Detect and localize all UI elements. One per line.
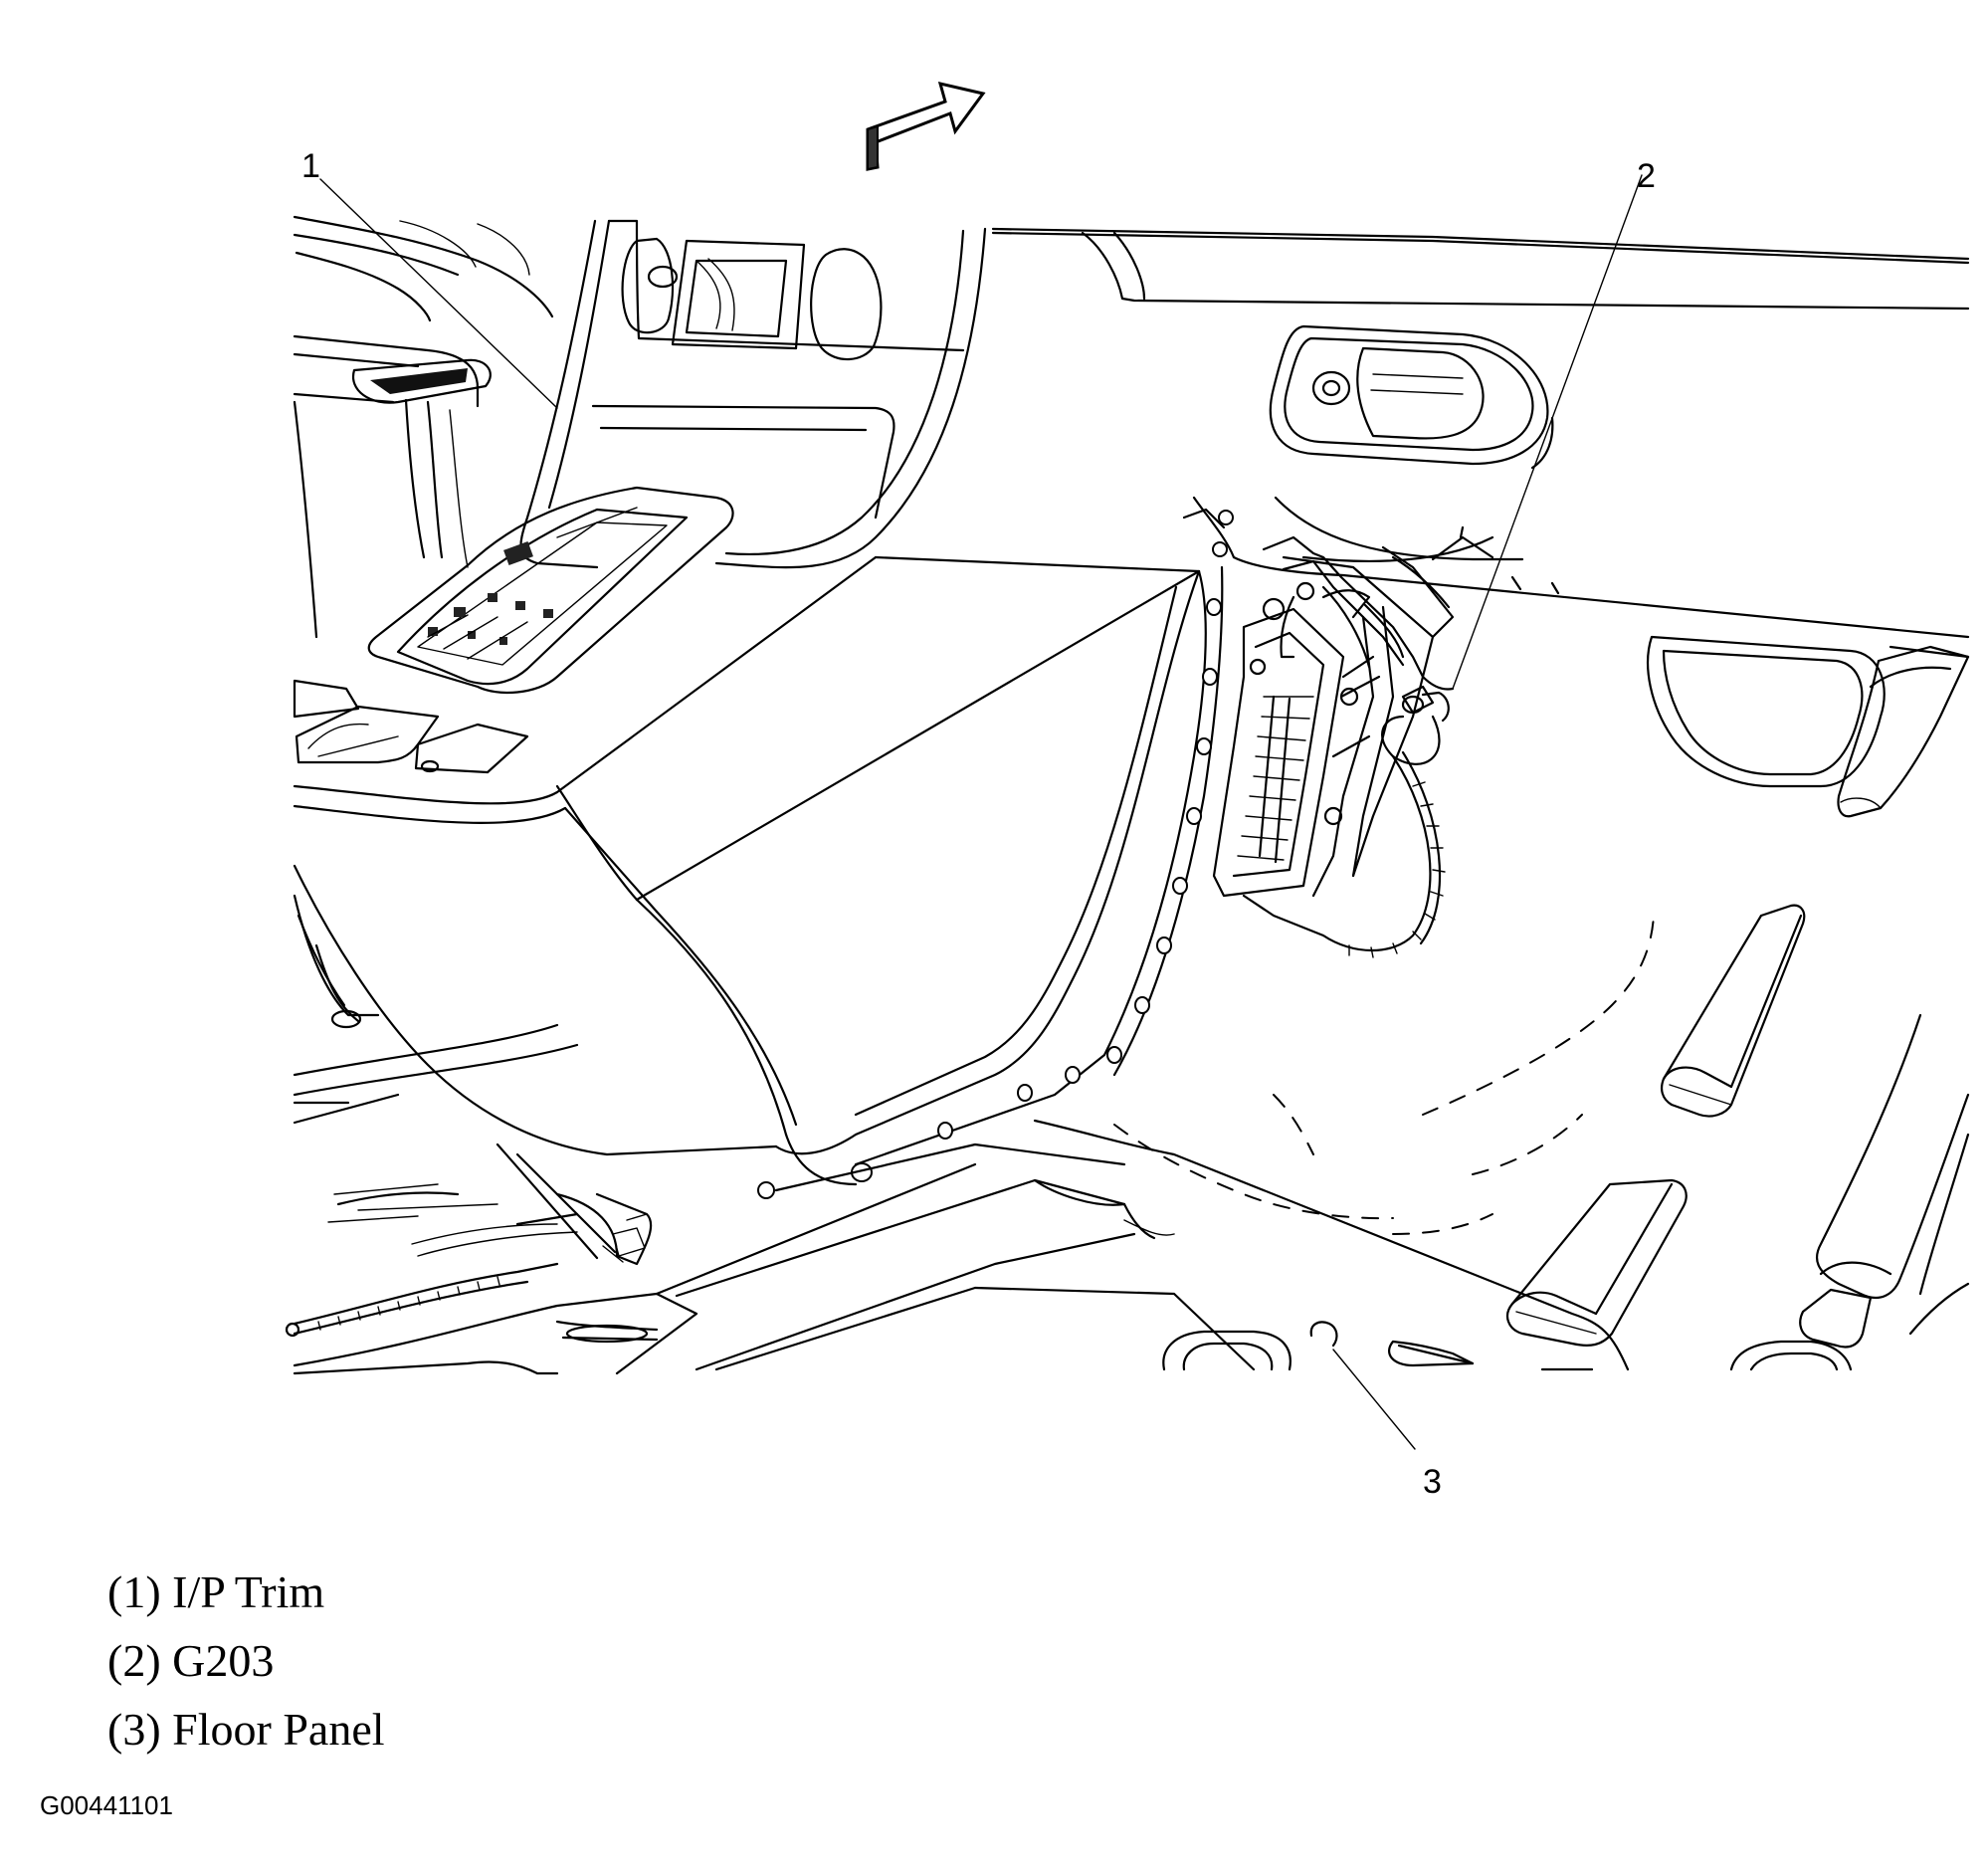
callout-number-1: 1 xyxy=(301,147,320,185)
door-sill-drawing xyxy=(757,227,1970,1199)
forward-arrow-icon xyxy=(866,81,986,171)
legend: (1) I/P Trim (2) G203 (3) Floor Panel xyxy=(107,1558,385,1764)
floor-panel-drawing xyxy=(655,555,1970,1371)
callout-number-3: 3 xyxy=(1423,1463,1442,1501)
callout-number-2: 2 xyxy=(1637,157,1656,195)
figure-id: G00441101 xyxy=(40,1790,173,1820)
callout-leaders xyxy=(319,174,1643,1450)
g203-ground-drawing xyxy=(1212,525,1494,958)
legend-item-floor-panel: (3) Floor Panel xyxy=(107,1704,385,1755)
sill-rivet-holes xyxy=(757,510,1234,1199)
legend-item-g203: (2) G203 xyxy=(107,1635,275,1686)
legend-item-ip-trim: (1) I/P Trim xyxy=(107,1566,325,1617)
ip-trim-drawing xyxy=(285,215,1201,1375)
